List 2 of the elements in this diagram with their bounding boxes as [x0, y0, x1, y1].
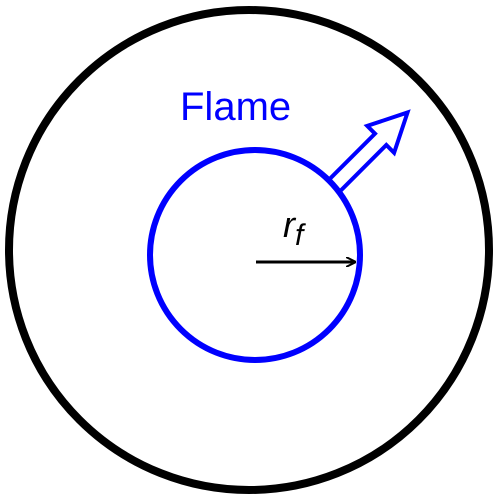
radius-label: r$_{f}$ [283, 205, 304, 252]
flame-label: Flame [180, 85, 292, 129]
